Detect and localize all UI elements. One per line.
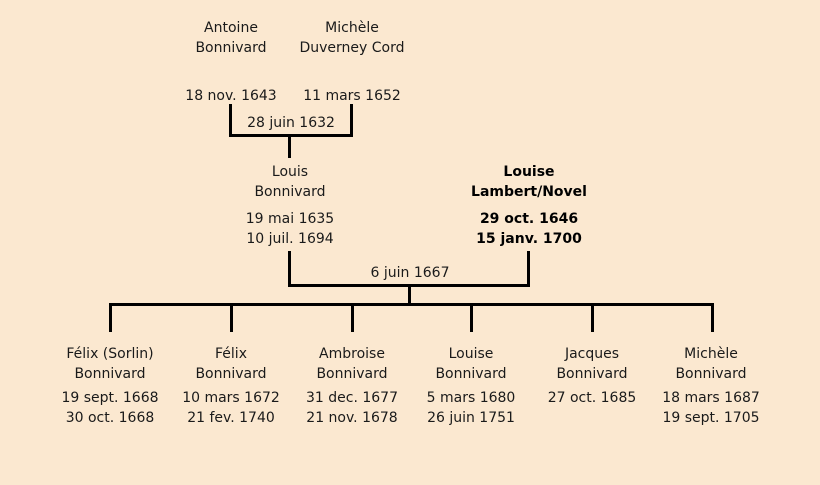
child-date2: 21 nov. 1678 [306,410,398,426]
child-given-name: Félix [215,346,247,362]
child-date1: 31 dec. 1677 [306,390,398,406]
child-given-name: Ambroise [319,346,385,362]
child-given-name: Jacques [564,346,620,362]
gen1-father-name: Antoine Bonnivard [146,18,316,58]
gen1-descent-line [288,134,291,158]
gen1-marriage-bracket-left-line [229,104,232,137]
child-date1: 27 oct. 1685 [547,390,637,406]
gen2-mother-date1: 29 oct. 1646 [479,211,579,227]
child-name: Félix Bonnivard [156,344,306,384]
child-drop-line [351,303,354,332]
child-name: Ambroise Bonnivard [277,344,427,384]
child-dates: 10 mars 1672 21 fev. 1740 [156,388,306,428]
children-rail-line [109,303,714,306]
child-given-name: Louise [448,346,494,362]
child-date2: 26 juin 1751 [427,410,515,426]
child-date1: 5 mars 1680 [426,390,516,406]
gen2-father-surname: Bonnivard [254,184,326,200]
gen1-father-surname: Bonnivard [195,40,267,56]
gen1-mother-given-name: Michèle [325,20,379,36]
child-dates: 19 sept. 1668 30 oct. 1668 [35,388,185,428]
child-date2: 19 sept. 1705 [662,410,760,426]
gen2-father-given-name: Louis [271,164,309,180]
gen2-mother-date2: 15 janv. 1700 [476,231,582,247]
gen2-mother-name: Louise Lambert/Novel [444,162,614,202]
gen2-mother-surname: Lambert/Novel [471,184,587,200]
gen1-mother-name: Michèle Duverney Cord [267,18,437,58]
child-drop-line [230,303,233,332]
child-dates: 5 mars 1680 26 juin 1751 [396,388,546,428]
child-name: Michèle Bonnivard [636,344,786,384]
gen1-marriage-date: 28 juin 1632 [247,115,335,131]
gen2-marriage-bracket-right-line [527,251,530,287]
child-name: Jacques Bonnivard [517,344,667,384]
child-surname: Bonnivard [195,366,267,382]
gen1-marriage-bracket-bottom-line [229,134,353,137]
gen2-marriage-bracket-left-line [288,251,291,287]
child-date2: 30 oct. 1668 [65,410,155,426]
gen2-mother-dates: 29 oct. 1646 15 janv. 1700 [444,209,614,249]
gen2-descent-line [408,284,411,305]
child-drop-line [711,303,714,332]
child-drop-line [591,303,594,332]
child-date1: 10 mars 1672 [182,390,280,406]
gen2-father-dates: 19 mai 1635 10 juil. 1694 [205,209,375,249]
child-surname: Bonnivard [556,366,628,382]
child-surname: Bonnivard [74,366,146,382]
child-given-name: Michèle [684,346,738,362]
gen1-mother-surname: Duverney Cord [299,40,405,56]
gen2-father-date2: 10 juil. 1694 [246,231,334,247]
child-drop-line [470,303,473,332]
child-surname: Bonnivard [316,366,388,382]
child-dates: 27 oct. 1685 [517,388,667,408]
gen2-mother-given-name: Louise [503,164,555,180]
gen2-father-name: Louis Bonnivard [205,162,375,202]
child-date1: 18 mars 1687 [662,390,760,406]
child-name: Louise Bonnivard [396,344,546,384]
gen1-father-date: 18 nov. 1643 [185,88,277,104]
child-surname: Bonnivard [675,366,747,382]
gen1-marriage-bracket-right-line [350,104,353,137]
gen2-marriage-date: 6 juin 1667 [370,265,450,281]
child-dates: 18 mars 1687 19 sept. 1705 [636,388,786,428]
child-name: Félix (Sorlin) Bonnivard [35,344,185,384]
child-dates: 31 dec. 1677 21 nov. 1678 [277,388,427,428]
child-date2: 21 fev. 1740 [187,410,275,426]
child-surname: Bonnivard [435,366,507,382]
gen2-father-date1: 19 mai 1635 [245,211,335,227]
child-drop-line [109,303,112,332]
child-date1: 19 sept. 1668 [61,390,159,406]
gen1-mother-date: 11 mars 1652 [303,88,401,104]
child-given-name: Félix (Sorlin) [66,346,154,362]
gen1-father-given-name: Antoine [204,20,258,36]
